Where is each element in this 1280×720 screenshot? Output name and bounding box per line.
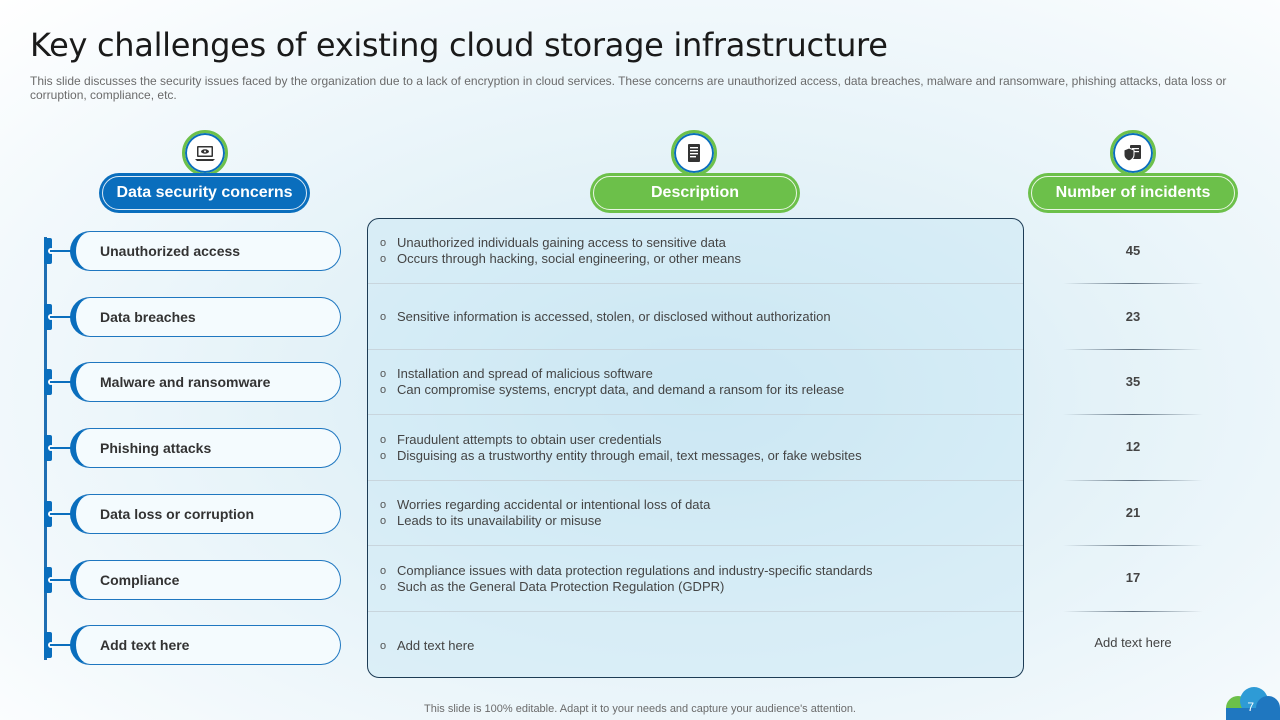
separator [1063, 611, 1203, 612]
concern-item: Unauthorized access [44, 231, 341, 271]
header-label: Description [593, 176, 797, 210]
concern-label: Data loss or corruption [70, 494, 341, 534]
slide-title: Key challenges of existing cloud storage… [30, 26, 888, 64]
separator [1063, 414, 1203, 415]
incident-count: 12 [1125, 439, 1141, 454]
separator [1063, 545, 1203, 546]
concern-label: Unauthorized access [70, 231, 341, 271]
page-number: 7 [1247, 700, 1254, 714]
concern-item: Add text here [44, 625, 341, 665]
document-icon [671, 130, 717, 176]
concern-label: Phishing attacks [70, 428, 341, 468]
concern-item: Malware and ransomware [44, 362, 341, 402]
separator [1063, 283, 1203, 284]
concern-item: Data loss or corruption [44, 494, 341, 534]
incident-count: 35 [1125, 374, 1141, 389]
cloud-icon [1226, 687, 1280, 720]
concern-label: Malware and ransomware [70, 362, 341, 402]
concern-item: Data breaches [44, 297, 341, 337]
header-label: Number of incidents [1031, 176, 1235, 210]
incident-count: 45 [1125, 243, 1141, 258]
separator [1063, 480, 1203, 481]
incident-count: 17 [1125, 570, 1141, 585]
laptop-eye-icon [182, 130, 228, 176]
header-description: Description [590, 173, 800, 213]
header-number-of-incidents: Number of incidents [1028, 173, 1238, 213]
header-label: Data security concerns [102, 176, 307, 210]
separator [1063, 349, 1203, 350]
incident-count: 21 [1125, 505, 1141, 520]
concern-label: Data breaches [70, 297, 341, 337]
concern-label: Add text here [70, 625, 341, 665]
incident-count: 23 [1125, 309, 1141, 324]
header-data-security-concerns: Data security concerns [99, 173, 310, 213]
concern-label: Compliance [70, 560, 341, 600]
shield-files-icon [1110, 130, 1156, 176]
incident-count: Add text here [1094, 635, 1172, 650]
slide-footer: This slide is 100% editable. Adapt it to… [424, 703, 856, 715]
concern-item: Phishing attacks [44, 428, 341, 468]
slide-subtitle: This slide discusses the security issues… [30, 74, 1227, 102]
concern-item: Compliance [44, 560, 341, 600]
